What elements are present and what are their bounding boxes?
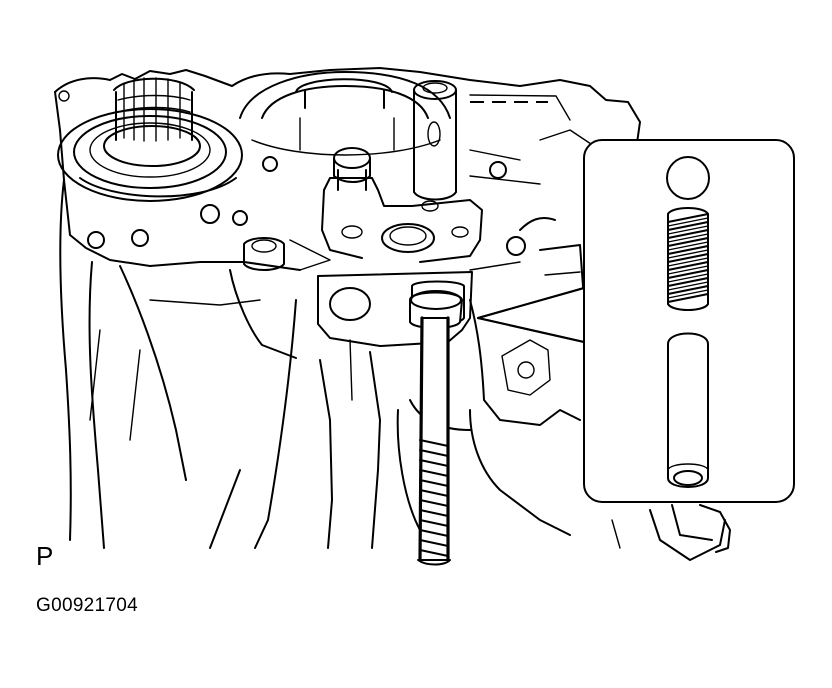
view-letter: P xyxy=(36,541,54,571)
detail-callout xyxy=(477,139,795,503)
figure-code: G00921704 xyxy=(36,595,139,616)
inset-spring xyxy=(667,207,709,311)
rod-tool xyxy=(409,290,463,566)
inset-ball xyxy=(666,156,710,200)
input-shaft xyxy=(57,77,243,202)
bolt-holes xyxy=(58,90,601,271)
shift-rod xyxy=(413,80,571,201)
transmission-case xyxy=(54,67,731,561)
inset-pin xyxy=(667,332,709,488)
